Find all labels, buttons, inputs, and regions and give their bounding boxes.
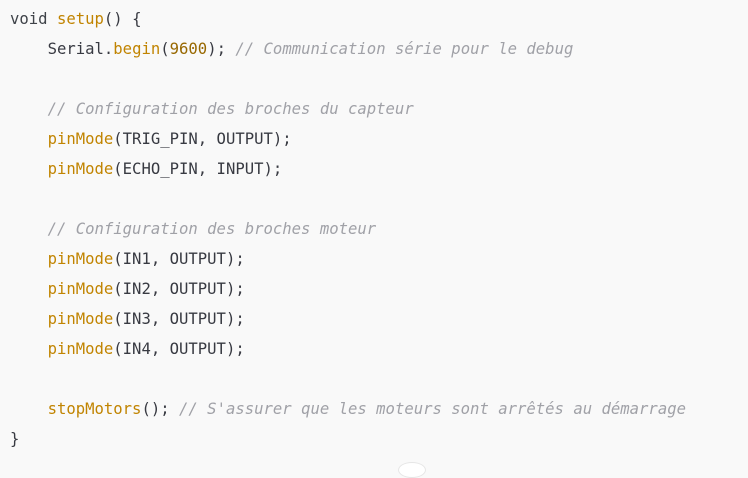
code-line: pinMode(ECHO_PIN, INPUT); — [10, 154, 748, 184]
code-line: stopMotors(); // S'assurer que les moteu… — [10, 394, 748, 424]
punctuation-token — [10, 280, 48, 298]
code-line: Serial.begin(9600); // Communication sér… — [10, 34, 748, 64]
punctuation-token — [10, 100, 48, 118]
punctuation-token: ( — [160, 40, 170, 58]
function-token: setup — [56, 10, 104, 28]
comment-token: // Configuration des broches moteur — [47, 220, 377, 238]
punctuation-token — [10, 130, 48, 148]
code-line: pinMode(IN2, OUTPUT); — [10, 274, 748, 304]
punctuation-token — [10, 160, 48, 178]
function-token: pinMode — [47, 280, 114, 298]
code-block: void setup() { Serial.begin(9600); // Co… — [10, 4, 748, 454]
code-line — [10, 64, 748, 94]
code-line: } — [10, 424, 748, 454]
function-token: pinMode — [47, 250, 114, 268]
punctuation-token — [10, 340, 48, 358]
identifier-token: (IN1, OUTPUT); — [113, 250, 245, 268]
code-line: // Configuration des broches moteur — [10, 214, 748, 244]
code-line: pinMode(TRIG_PIN, OUTPUT); — [10, 124, 748, 154]
punctuation-token — [10, 220, 48, 238]
punctuation-token — [10, 400, 48, 418]
function-token: pinMode — [47, 130, 114, 148]
code-line: pinMode(IN1, OUTPUT); — [10, 244, 748, 274]
function-token: pinMode — [47, 160, 114, 178]
punctuation-token: } — [10, 430, 20, 448]
keyword-token: void — [10, 10, 57, 28]
code-line: void setup() { — [10, 4, 748, 34]
comment-token: // Configuration des broches du capteur — [47, 100, 414, 118]
function-token: stopMotors — [47, 400, 142, 418]
identifier-token: Serial — [47, 40, 104, 58]
code-lines: void setup() { Serial.begin(9600); // Co… — [10, 4, 748, 454]
punctuation-token: () { — [103, 10, 142, 28]
number-token: 9600 — [169, 40, 208, 58]
comment-token: // S'assurer que les moteurs sont arrêté… — [179, 400, 686, 418]
identifier-token: (TRIG_PIN, OUTPUT); — [113, 130, 292, 148]
punctuation-token: (); — [141, 400, 180, 418]
identifier-token: (IN2, OUTPUT); — [113, 280, 245, 298]
function-token: pinMode — [47, 310, 114, 328]
punctuation-token — [10, 310, 48, 328]
scroll-handle[interactable] — [398, 462, 426, 478]
code-line: pinMode(IN3, OUTPUT); — [10, 304, 748, 334]
code-line — [10, 184, 748, 214]
code-line: // Configuration des broches du capteur — [10, 94, 748, 124]
comment-token: // Communication série pour le debug — [235, 40, 574, 58]
identifier-token: (IN4, OUTPUT); — [113, 340, 245, 358]
punctuation-token: . — [103, 40, 114, 58]
punctuation-token — [10, 40, 48, 58]
punctuation-token — [10, 250, 48, 268]
function-token: begin — [113, 40, 161, 58]
code-line — [10, 364, 748, 394]
punctuation-token: ); — [207, 40, 236, 58]
identifier-token: (ECHO_PIN, INPUT); — [113, 160, 283, 178]
function-token: pinMode — [47, 340, 114, 358]
identifier-token: (IN3, OUTPUT); — [113, 310, 245, 328]
code-line: pinMode(IN4, OUTPUT); — [10, 334, 748, 364]
